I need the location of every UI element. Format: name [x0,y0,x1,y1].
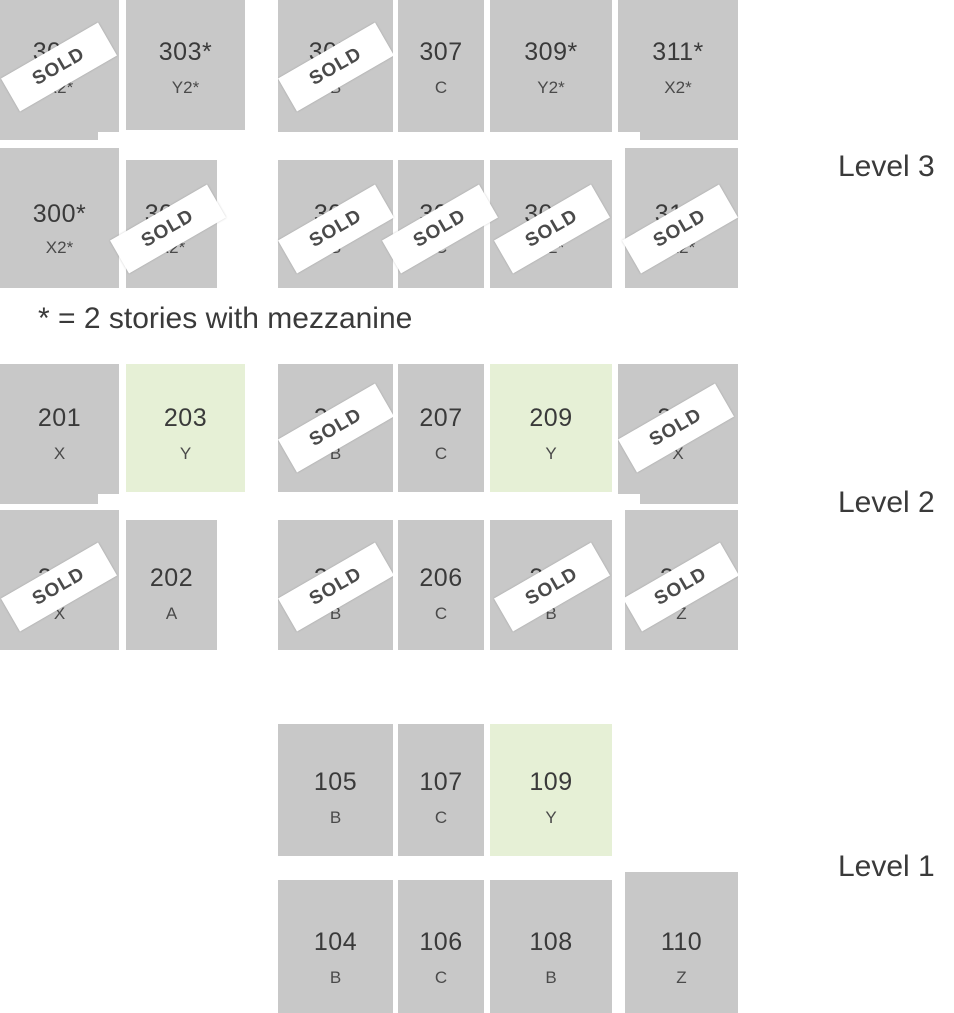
unit-309[interactable]: 309* Y2* [490,0,612,140]
unit-202[interactable]: 202 A [126,520,217,650]
unit-209[interactable]: 209 Y [490,364,612,492]
unit-number: 206 [419,564,463,592]
unit-number: 203 [163,404,208,432]
unit-number: 311* [652,38,704,66]
unit-type: B [329,808,342,827]
unit-207[interactable]: 207 C [398,364,484,492]
unit-type: A [165,604,178,623]
unit-type: Y [545,444,557,463]
unit-211[interactable]: 211 X SOLD [618,364,738,504]
unit-104[interactable]: 104 B [278,880,393,1013]
unit-number: 109 [529,768,573,796]
unit-number: 104 [313,928,358,956]
corridor [98,494,640,518]
unit-type: X [53,444,66,463]
unit-300[interactable]: 300* X2* [0,148,119,288]
unit-106[interactable]: 106 C [398,880,484,1013]
unit-number: 105 [313,768,358,796]
unit-204[interactable]: 204 B SOLD [278,520,393,650]
unit-number: 309* [524,38,578,66]
unit-109[interactable]: 109 Y [490,724,612,856]
corridor [98,132,640,156]
unit-number: 300* [32,200,87,228]
unit-210[interactable]: 210 Z SOLD [625,510,738,650]
corridor-stub [245,0,278,145]
unit-305[interactable]: 305* B SOLD [278,0,393,140]
unit-type: B [329,444,342,463]
corridor-stub [245,364,278,509]
unit-number: 303* [158,38,213,66]
unit-201[interactable]: 201 X [0,364,119,504]
unit-type: C [434,78,448,97]
unit-type: B [329,968,342,987]
unit-type: X [53,604,66,623]
unit-type: Z [676,604,687,623]
unit-200[interactable]: 200 X SOLD [0,510,119,650]
unit-311[interactable]: 311* X2* [618,0,738,140]
unit-number: 106 [419,928,463,956]
unit-type: Y2* [537,78,565,97]
unit-type: C [434,968,448,987]
legend-note: * = 2 stories with mezzanine [38,302,413,335]
level-3-label: Level 3 [838,150,935,183]
unit-301[interactable]: 301* X2* SOLD [0,0,119,140]
unit-type: Y2* [171,78,200,97]
level-1-label: Level 1 [838,850,935,883]
unit-number: 107 [419,768,463,796]
unit-number: 110 [660,928,703,956]
unit-number: 202 [149,564,194,592]
unit-208[interactable]: 208 B SOLD [490,520,612,650]
sold-badge: SOLD [278,22,393,112]
unit-206[interactable]: 206 C [398,520,484,650]
unit-203[interactable]: 203 Y [126,364,245,492]
sold-badge: SOLD [1,22,117,112]
unit-type: X [672,444,684,463]
unit-number: 201 [37,404,82,432]
unit-number: 209 [529,404,573,432]
unit-type: C [434,808,448,827]
unit-type: B [545,968,557,987]
level-2-label: Level 2 [838,486,935,519]
unit-type: B [329,604,342,623]
unit-type: Z [676,968,687,987]
unit-110[interactable]: 110 Z [625,872,738,1013]
unit-number: 108 [529,928,573,956]
unit-205[interactable]: 205 B SOLD [278,364,393,492]
unit-type: B [545,604,557,623]
unit-type: Y [179,444,192,463]
unit-307[interactable]: 307 C [398,0,484,140]
unit-type: X2* [664,78,692,97]
unit-108[interactable]: 108 B [490,880,612,1013]
unit-107[interactable]: 107 C [398,724,484,856]
unit-105[interactable]: 105 B [278,724,393,856]
unit-type: C [434,604,448,623]
unit-number: 307 [419,38,463,66]
unit-number: 207 [419,404,463,432]
unit-303[interactable]: 303* Y2* [126,0,245,130]
unit-type: X2* [45,238,74,257]
unit-type: C [434,444,448,463]
unit-type: Y [545,808,557,827]
